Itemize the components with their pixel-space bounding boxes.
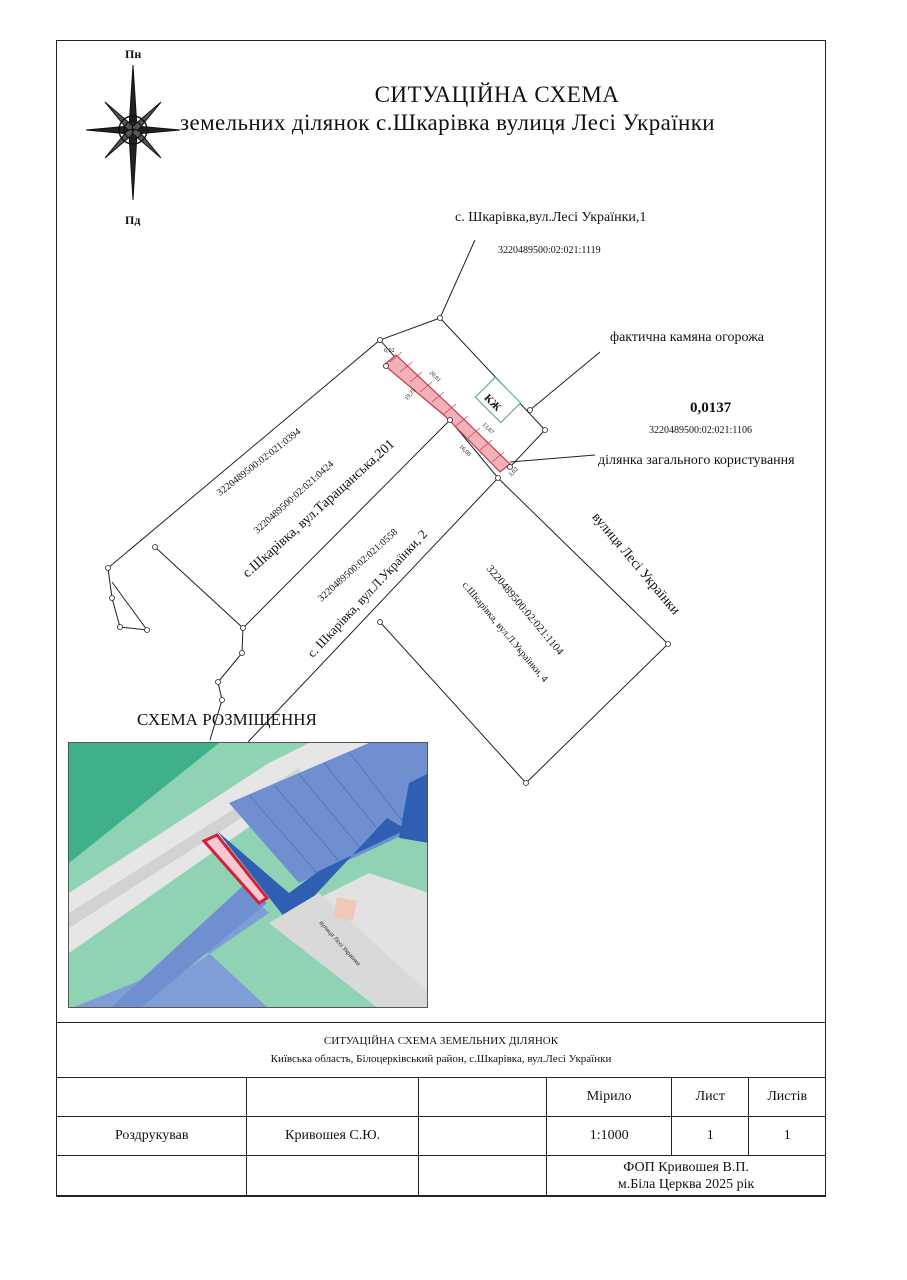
title-block-header: СИТУАЦІЙНА СХЕМА ЗЕМЕЛЬНИХ ДІЛЯНОК Київс… <box>56 1022 826 1078</box>
dimension-label: 6,02 <box>384 348 395 354</box>
title-block-line1: СИТУАЦІЙНА СХЕМА ЗЕМЕЛЬНИХ ДІЛЯНОК <box>323 1035 559 1047</box>
printed-label: Роздрукував <box>55 1116 248 1156</box>
title-block: СИТУАЦІЙНА СХЕМА ЗЕМЕЛЬНИХ ДІЛЯНОК Київс… <box>55 1022 826 1197</box>
stamp-cell-empty <box>246 1077 419 1117</box>
location-scheme-map: вулиця Лесі Українки <box>68 742 428 1008</box>
stamp-cell-empty <box>417 1155 548 1197</box>
scale-value: 1:1000 <box>546 1116 673 1156</box>
cadastre-area-label: 3220489500:02:021:1106 <box>649 425 752 436</box>
compass-north-label: Пн <box>125 47 142 61</box>
stamp-cell-empty <box>417 1077 548 1117</box>
organization-city-year: м.Біла Церква 2025 рік <box>617 1177 755 1192</box>
sheets-value: 1 <box>748 1116 826 1156</box>
stamp-cell-empty <box>417 1116 548 1156</box>
printed-by: Кривошея С.Ю. <box>246 1116 419 1156</box>
boundary-vertices <box>105 315 671 786</box>
stamp-cell-empty <box>55 1077 248 1117</box>
location-scheme-image: вулиця Лесі Українки <box>69 743 427 1007</box>
parcel-boundaries <box>107 239 669 784</box>
compass-rose-icon <box>85 64 181 201</box>
scheme-title: СИТУАЦІЙНА СХЕМА <box>374 82 620 107</box>
cadastre-label-1: 3220489500:02:021:1119 <box>498 245 601 256</box>
address-label-1: с. Шкарівка,вул.Лесі Українки,1 <box>455 210 647 225</box>
sheet-label: Лист <box>671 1077 750 1117</box>
organization-name: ФОП Кривошея В.П. <box>623 1160 749 1175</box>
common-use-label: ділянка загального користування <box>598 453 795 468</box>
organization-cell: ФОП Кривошея В.П. м.Біла Церква 2025 рік <box>546 1155 826 1197</box>
target-parcel <box>383 354 511 473</box>
stamp-cell-empty <box>55 1155 248 1197</box>
location-scheme-title: СХЕМА РОЗМІЩЕННЯ <box>137 710 317 729</box>
scale-label: Мірило <box>546 1077 673 1117</box>
building-kzh <box>474 376 522 424</box>
sheet-value: 1 <box>671 1116 750 1156</box>
title-block-line2: Київська область, Білоцерківський район,… <box>270 1053 612 1065</box>
compass-south-label: Пд <box>125 213 141 227</box>
sheets-label: Листів <box>748 1077 826 1117</box>
scheme-subtitle: земельних ділянок с.Шкарівка вулиця Лесі… <box>180 110 715 135</box>
fence-label: фактична камяна огорожа <box>610 330 764 345</box>
area-value: 0,0137 <box>690 400 732 416</box>
stamp-cell-empty <box>246 1155 419 1197</box>
